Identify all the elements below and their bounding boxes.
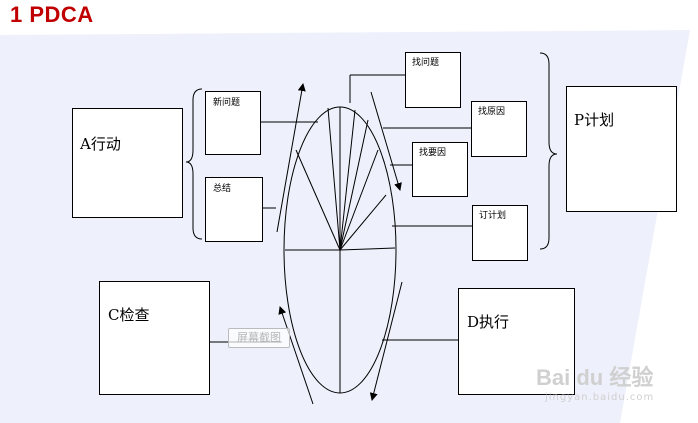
d-do-box: D执行 — [458, 288, 575, 395]
make-plan-label: 订计划 — [479, 211, 507, 221]
d-do-label: D执行 — [467, 313, 510, 331]
find-key-cause-box: 找要因 — [412, 142, 468, 197]
summary-label: 总结 — [213, 184, 232, 194]
find-problem-label: 找问题 — [412, 58, 440, 68]
p-plan-box: P计划 — [566, 86, 677, 212]
screenshot-watermark: 屏幕截图 — [228, 328, 290, 348]
new-problem-label: 新问题 — [213, 98, 241, 108]
summary-box: 总结 — [205, 177, 263, 242]
p-plan-label: P计划 — [574, 111, 615, 129]
find-cause-label: 找原因 — [478, 107, 506, 117]
a-action-label: A行动 — [80, 135, 121, 153]
new-problem-box: 新问题 — [205, 91, 261, 155]
page-title: 1 PDCA — [10, 2, 94, 27]
baidu-url-watermark: jingyan.baidu.com — [545, 392, 655, 403]
c-check-label: C检查 — [108, 306, 150, 324]
baidu-logo-watermark: Bai du 经验 — [536, 365, 654, 390]
find-problem-box: 找问题 — [405, 52, 461, 108]
find-key-cause-label: 找要因 — [419, 148, 447, 158]
make-plan-box: 订计划 — [472, 205, 528, 261]
a-action-box: A行动 — [72, 108, 183, 218]
find-cause-box: 找原因 — [471, 101, 527, 157]
c-check-box: C检查 — [99, 281, 210, 395]
